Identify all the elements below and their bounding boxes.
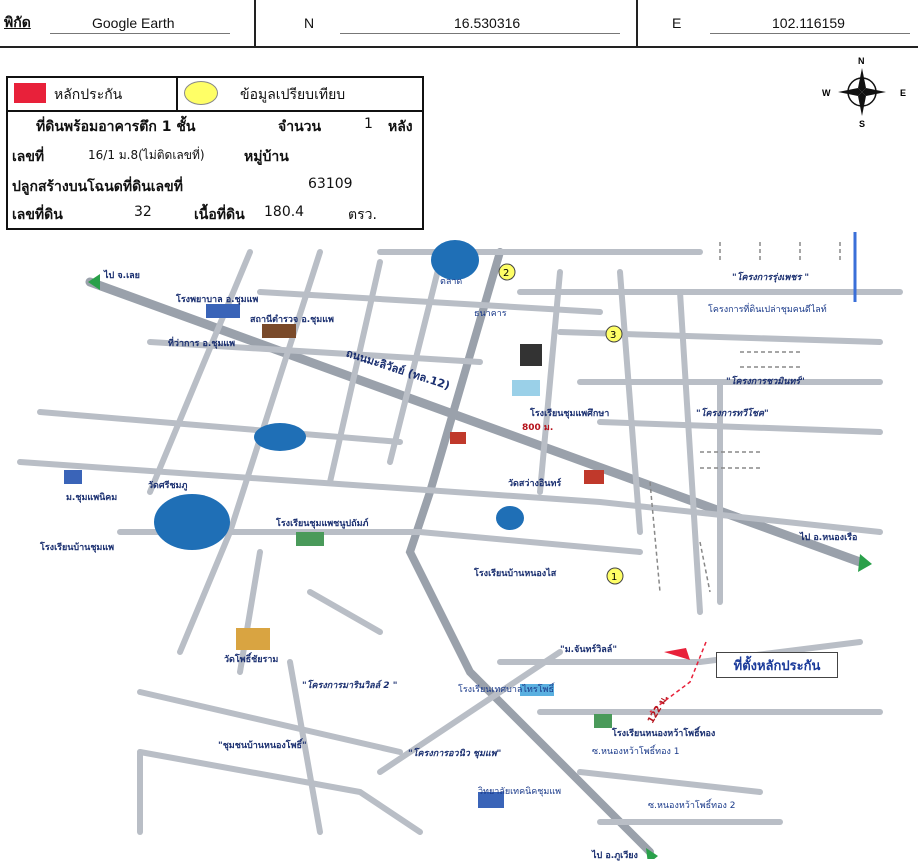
no-value: 16/1 ม.8(ไม่ติดเลขที่) [88, 148, 205, 162]
school-nongwahrat-label: โรงเรียนหนองหว้าโพธิ์ทอง [612, 729, 716, 739]
project-rungpetch: "โครงการรุ่งเพชร " [732, 273, 810, 283]
amount-label: จำนวน [278, 119, 322, 135]
collateral-legend-label: หลักประกัน [54, 87, 123, 103]
point-2: 2 [503, 268, 509, 279]
deed-label: ปลูกสร้างบนโฉนดที่ดินเลขที่ [12, 179, 183, 195]
project-wat: "โครงการอวนิว ชุมแพ" [408, 749, 502, 759]
deed-value: 63109 [308, 176, 353, 192]
compass-w: W [822, 88, 831, 98]
point-3: 3 [610, 330, 616, 341]
project-thawichok: "โครงการทวีโชค" [696, 409, 769, 419]
minor-roads [649, 242, 841, 593]
collateral-location-callout: ที่ตั้งหลักประกัน [716, 652, 838, 678]
nonghwa-2-label: ซ.หนองหว้าโพธิ์ทอง 2 [648, 801, 736, 811]
n-value: 16.530316 [454, 15, 521, 31]
comparison-swatch [184, 81, 218, 105]
collateral-swatch [14, 83, 46, 103]
distance-label: 800 ม. [522, 423, 554, 433]
project-chawamin: "โครงการชวมินทร์" [726, 377, 805, 387]
coord-label: พิกัด [4, 14, 31, 30]
e-value: 102.116159 [772, 15, 845, 31]
legend-symbol-row: หลักประกัน ข้อมูลเปรียบเทียบ [8, 78, 422, 112]
police-label: สถานีตำรวจ อ.ชุมแพ [250, 315, 334, 325]
village-chan-label: "ม.จันทร์วิลล์" [560, 645, 618, 655]
e-label: E [672, 15, 682, 31]
bank-label: ธนาคาร [474, 309, 507, 319]
compass-s: S [859, 119, 865, 128]
legend-panel: หลักประกัน ข้อมูลเปรียบเทียบ ที่ดินพร้อม… [6, 76, 424, 230]
area-label: เนื้อที่ดิน [194, 207, 245, 223]
area-value: 180.4 [264, 204, 305, 220]
village-chumphae-label: "ชุมชนบ้านหนองโพธิ์" [218, 741, 307, 751]
no-label: เลขที่ [12, 149, 45, 165]
comparison-legend-label: ข้อมูลเปรียบเทียบ [240, 87, 346, 103]
district-office-label: ที่ว่าการ อ.ชุมแพ [168, 339, 236, 349]
wat-pho-label: วัดโพธิ์ชัยราม [224, 655, 279, 665]
source-label: Google Earth [92, 15, 175, 31]
compass-e: E [900, 88, 906, 98]
amount-value: 1 [364, 116, 373, 132]
comparison-points: 2 3 1 [498, 263, 624, 585]
header-bar: พิกัด Google Earth N 16.530316 E 102.116… [0, 0, 918, 48]
to-nongruea-label: ไป อ.หนองเรือ [800, 533, 858, 543]
route-to-collateral [649, 641, 707, 713]
school-thai-label: โรงเรียนเทศบาลไทรโพธิ์ [458, 685, 554, 695]
school-mueang-label: โรงเรียนชุมแพชนูปถัมภ์ [276, 519, 369, 529]
collateral-marker-icon [664, 648, 690, 660]
project-land: โครงการที่ดินเปล่าชุมคนดีไลท์ [708, 305, 827, 315]
wat-sa-label: วัดสว่างอินทร์ [508, 479, 562, 489]
road-network [17, 248, 903, 856]
street-map: 2 3 1 [17, 232, 903, 859]
wat-si-label: วัดศรีชมภู [148, 481, 188, 491]
building-type: ที่ดินพร้อมอาคารตึก 1 ชั้น [36, 119, 196, 135]
project-marin2: "โครงการมารินวิลล์ 2 " [302, 681, 398, 691]
land-no-label: เลขที่ดิน [12, 207, 63, 223]
market-label: ตลาด [440, 277, 463, 287]
nonghwa-1-label: ซ.หนองหว้าโพธิ์ทอง 1 [592, 747, 680, 757]
chumphae-tech-label: วิทยาลัยเทคนิคชุมแพ [478, 787, 562, 797]
school-chumphae-label: โรงเรียนชุมแพศึกษา [530, 409, 610, 419]
building-icons [64, 304, 612, 808]
school-nongsai-label: โรงเรียนบ้านหนองไส [474, 569, 557, 579]
area-unit: ตรว. [348, 207, 377, 223]
hospital-label: โรงพยาบาล อ.ชุมแพ [176, 295, 259, 305]
to-loei-label: ไป จ.เลย [104, 271, 140, 281]
m-chumphae-label: ม.ชุมแพนิคม [66, 493, 118, 503]
to-phuwiang-label: ไป อ.ภูเวียง [592, 851, 638, 861]
point-1: 1 [611, 572, 617, 583]
compass-rose-icon: N S W E [822, 56, 906, 128]
amount-unit: หลัง [388, 119, 413, 135]
n-label: N [304, 15, 315, 31]
direction-arrows [88, 274, 872, 859]
compass-n: N [858, 56, 865, 66]
village-label: หมู่บ้าน [244, 149, 289, 165]
school-ban-label: โรงเรียนบ้านชุมแพ [40, 543, 115, 553]
land-no-value: 32 [134, 204, 152, 220]
water-bodies [154, 240, 524, 550]
